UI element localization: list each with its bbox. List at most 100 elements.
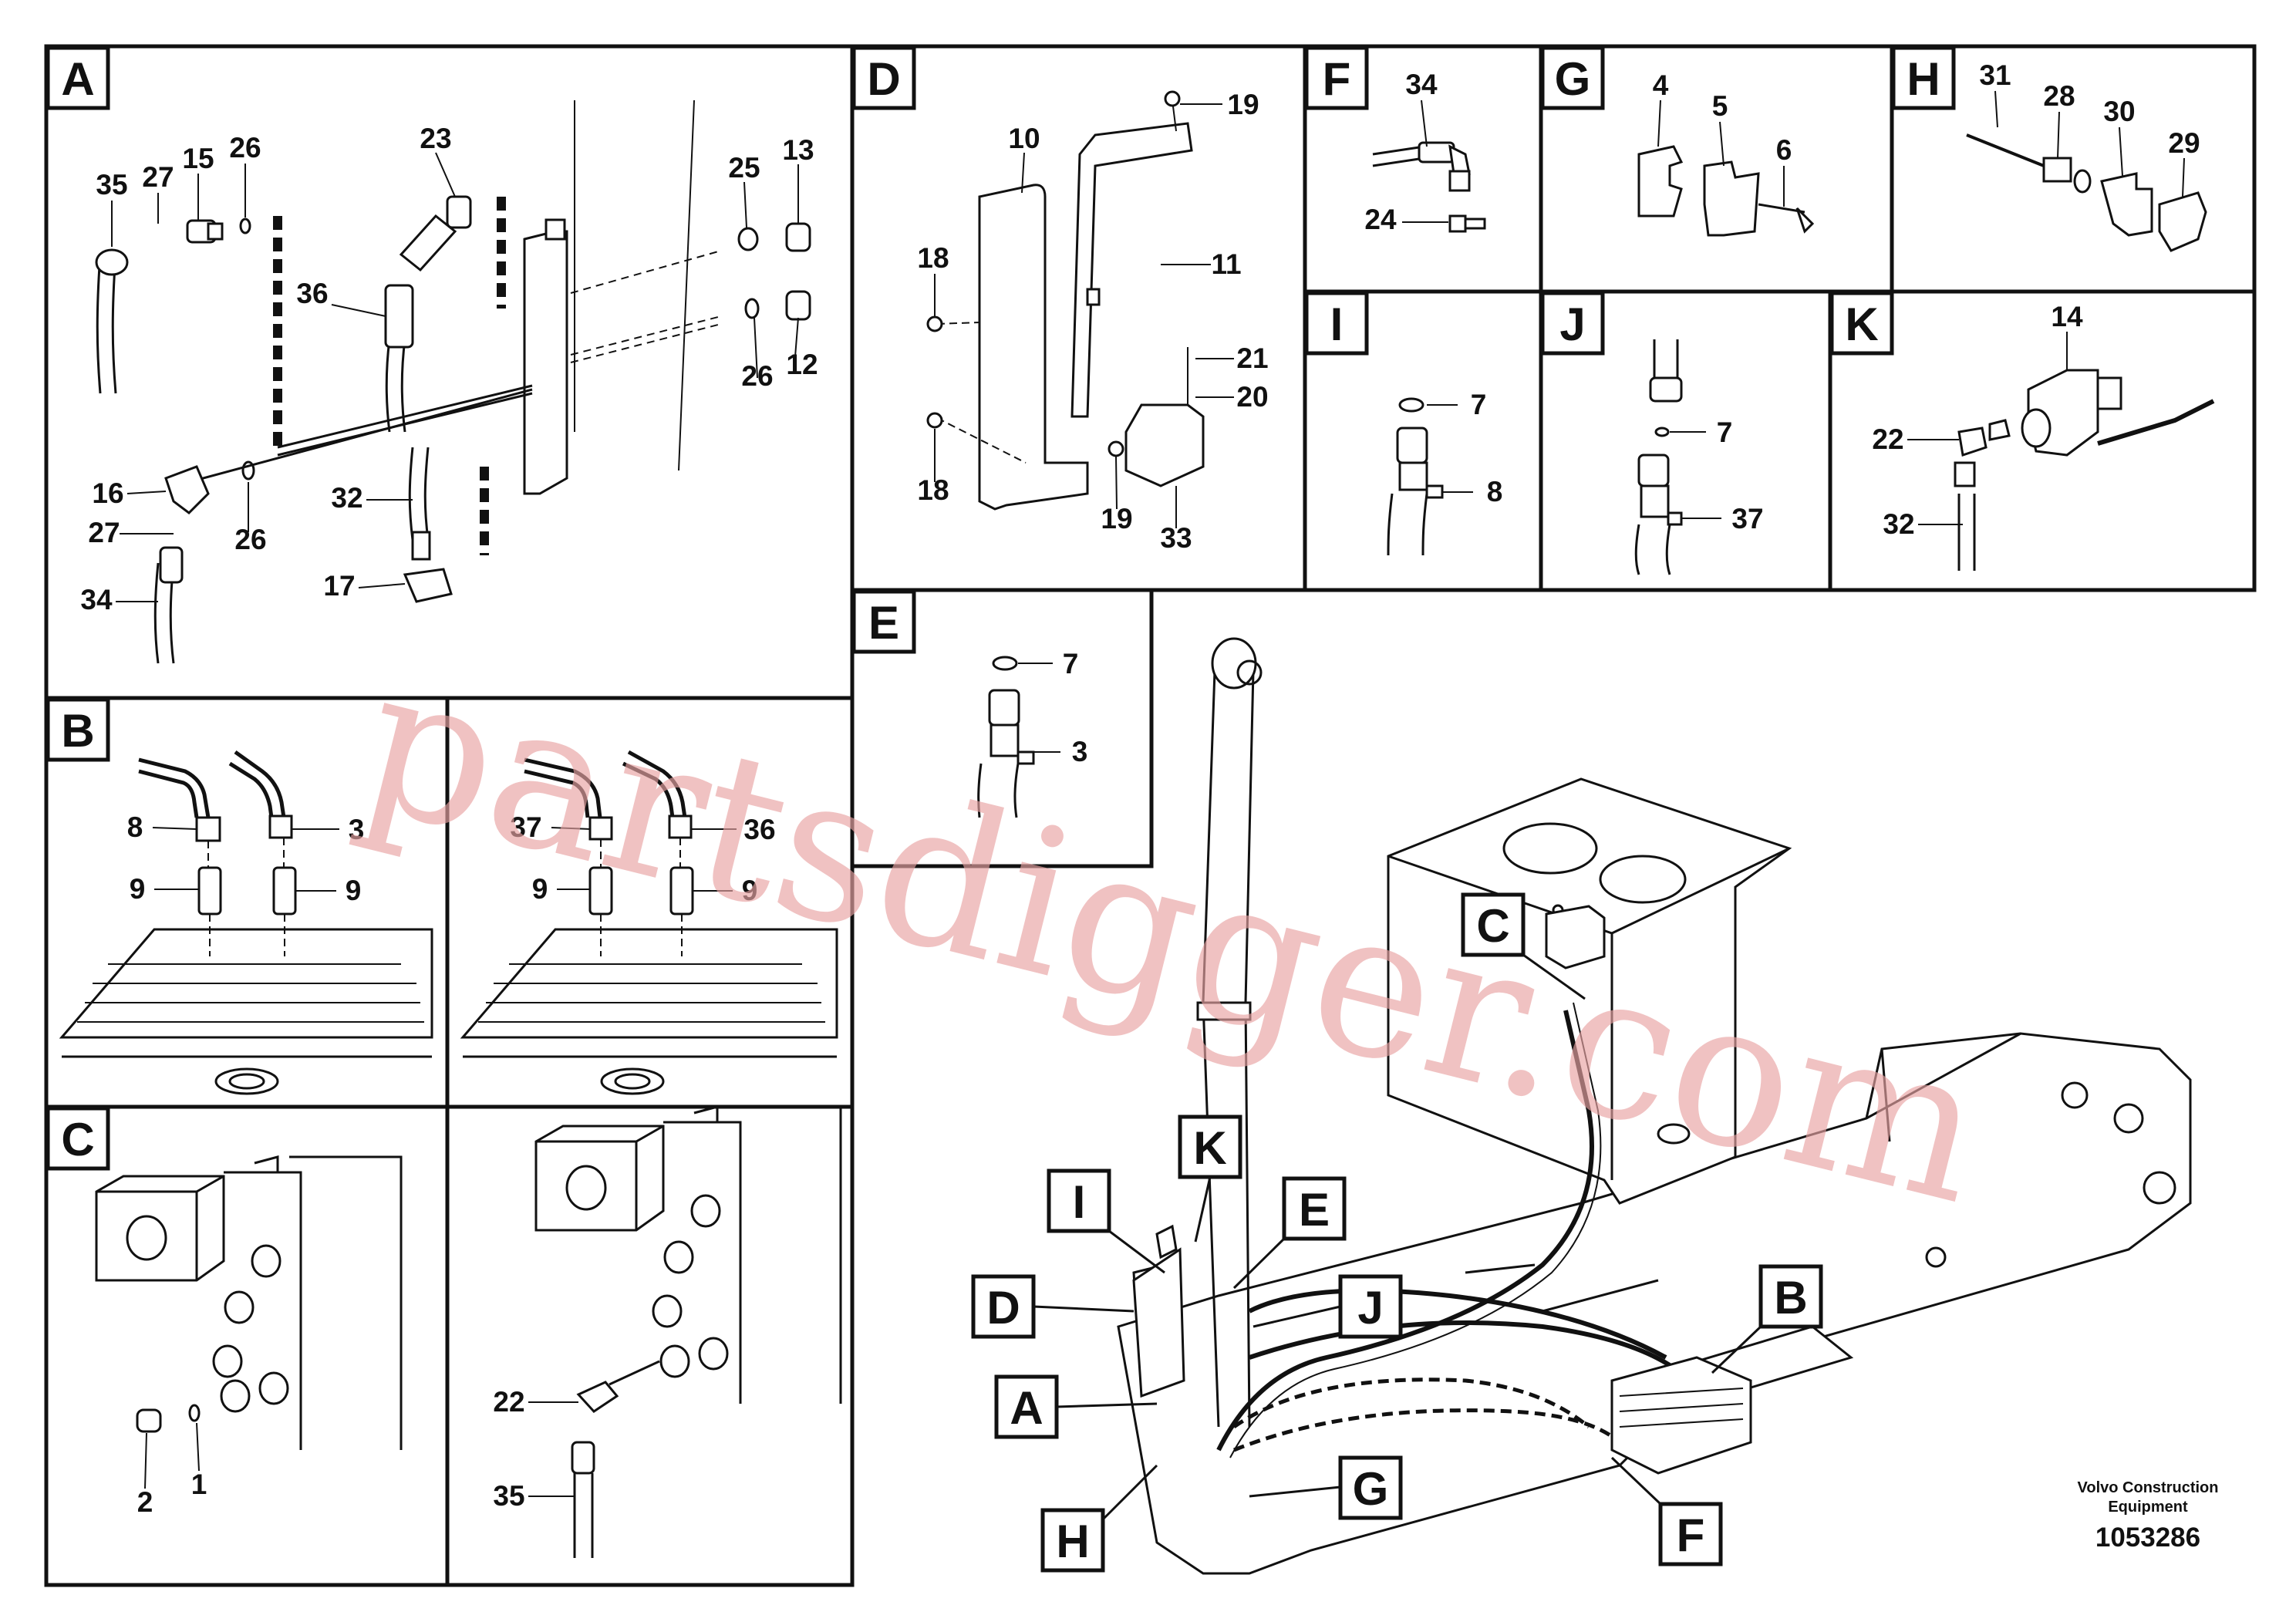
machine-label-I-text: I [1073,1176,1086,1228]
callout-A-17: 17 [323,570,355,602]
panel-B2-drawing [460,750,838,1095]
letterbox-H: H [1891,46,1956,110]
callout-B2-9b: 9 [742,875,758,906]
callout-B2-9a: 9 [532,873,548,905]
callout-B2-37: 37 [510,811,541,843]
machine-label-C: C [1461,892,1586,1000]
callout-J-7: 7 [1717,416,1733,448]
callout-I-7: 7 [1471,389,1487,420]
letterbox-I: I [1304,291,1369,356]
machine-label-G: G [1249,1455,1403,1520]
callout-A-13: 13 [782,134,814,166]
letterbox-B: B [46,697,110,762]
panel-frames [44,44,2257,1587]
callout-K-32: 32 [1883,508,1914,540]
panel-F-callouts: 34 24 [1364,69,1448,235]
letterbox-G: G [1540,46,1605,110]
panel-I-callouts: 7 8 [1427,389,1502,508]
callout-A-15: 15 [182,143,214,174]
letterbox-A: A [46,46,110,110]
machine-label-A: A [994,1374,1158,1439]
panel-B2-callouts: 37 36 9 9 [510,811,775,906]
panel-H-drawing [1966,133,2207,252]
panel-D-drawing [926,90,1205,511]
machine-label-J: J [1253,1274,1403,1339]
machine-label-K: K [1178,1114,1242,1243]
letterbox-E: E [851,589,916,654]
panel-label-H: H [1907,53,1940,105]
callout-D-10: 10 [1008,123,1040,154]
machine-label-C-text: C [1476,900,1509,952]
panel-B1-drawing [59,750,433,1095]
callout-A-35: 35 [96,169,127,201]
machine-label-F: F [1610,1456,1723,1566]
panel-C1-drawing [95,1155,403,1450]
callout-A-12: 12 [786,349,818,380]
callout-D-19a: 19 [1227,89,1259,120]
callout-H-31: 31 [1979,59,2011,91]
caption-line1: Volvo Construction [2078,1479,2219,1496]
panel-label-I: I [1330,298,1344,350]
callout-B2-36: 36 [743,814,775,845]
callout-A-25: 25 [728,152,760,184]
machine-label-D-text: D [986,1282,1020,1334]
callout-E-3: 3 [1072,736,1088,767]
callout-E-7: 7 [1063,648,1079,679]
frame-K [1828,289,2257,592]
callout-A-26c: 26 [234,524,266,555]
callout-K-14: 14 [2051,301,2083,332]
machine-label-B-text: B [1774,1272,1807,1324]
machine-drawing [1117,637,2192,1575]
panel-label-D: D [867,53,900,105]
machine-callouts: C K I E D J B A G H F [971,892,1823,1573]
machine-label-I: I [1047,1168,1165,1274]
machine-label-K-text: K [1193,1122,1226,1174]
callout-D-18a: 18 [917,242,949,274]
panel-D-callouts: 19 10 11 18 21 20 18 19 33 [917,89,1268,554]
panel-letter-boxes: A D F G H I J K E B C [46,46,1956,1171]
machine-label-G-text: G [1353,1463,1389,1515]
letterbox-J: J [1540,291,1605,356]
callout-A-32: 32 [331,482,362,514]
machine-label-H: H [1040,1464,1158,1573]
panel-J-callouts: 7 37 [1670,416,1764,534]
panel-label-C: C [61,1114,94,1165]
letterbox-F: F [1304,46,1369,110]
callout-B1-3: 3 [349,814,365,845]
callout-B1-9b: 9 [346,875,362,906]
panel-label-G: G [1555,53,1591,105]
callout-J-37: 37 [1731,503,1763,534]
machine-label-H-text: H [1056,1516,1089,1567]
callout-H-30: 30 [2103,96,2135,127]
machine-label-J-text: J [1357,1282,1383,1334]
callout-D-20: 20 [1236,381,1268,413]
letterbox-D: D [851,46,916,110]
callout-H-28: 28 [2043,80,2075,112]
callout-A-27b: 27 [88,517,120,548]
machine-label-A-text: A [1010,1382,1043,1434]
panel-B1-callouts: 8 3 9 9 [127,811,365,906]
callout-A-34: 34 [80,584,113,615]
callout-H-29: 29 [2168,127,2200,159]
machine-label-E-text: E [1299,1184,1330,1236]
frame-C1 [44,1104,450,1587]
panel-I-drawing [1387,397,1444,556]
callout-F-34: 34 [1405,69,1438,100]
panel-C2-callouts: 22 35 [493,1386,578,1512]
panel-E-callouts: 7 3 [1018,648,1087,767]
machine-label-F-text: F [1677,1509,1705,1561]
callout-B1-8: 8 [127,811,143,843]
callout-A-16: 16 [92,477,123,509]
panel-K-callouts: 14 22 32 [1872,301,2083,540]
panel-label-K: K [1845,298,1878,350]
callout-F-24: 24 [1364,204,1397,235]
panel-J-drawing [1634,339,1683,575]
callout-D-11: 11 [1211,248,1241,280]
callout-C2-22: 22 [493,1386,524,1418]
machine-label-D: D [971,1274,1135,1339]
callout-A-36: 36 [296,278,328,309]
callout-C1-2: 2 [137,1486,153,1518]
callout-G-6: 6 [1776,134,1792,166]
caption: Volvo Construction Equipment 1053286 [2078,1479,2219,1553]
callout-K-22: 22 [1872,423,1903,455]
